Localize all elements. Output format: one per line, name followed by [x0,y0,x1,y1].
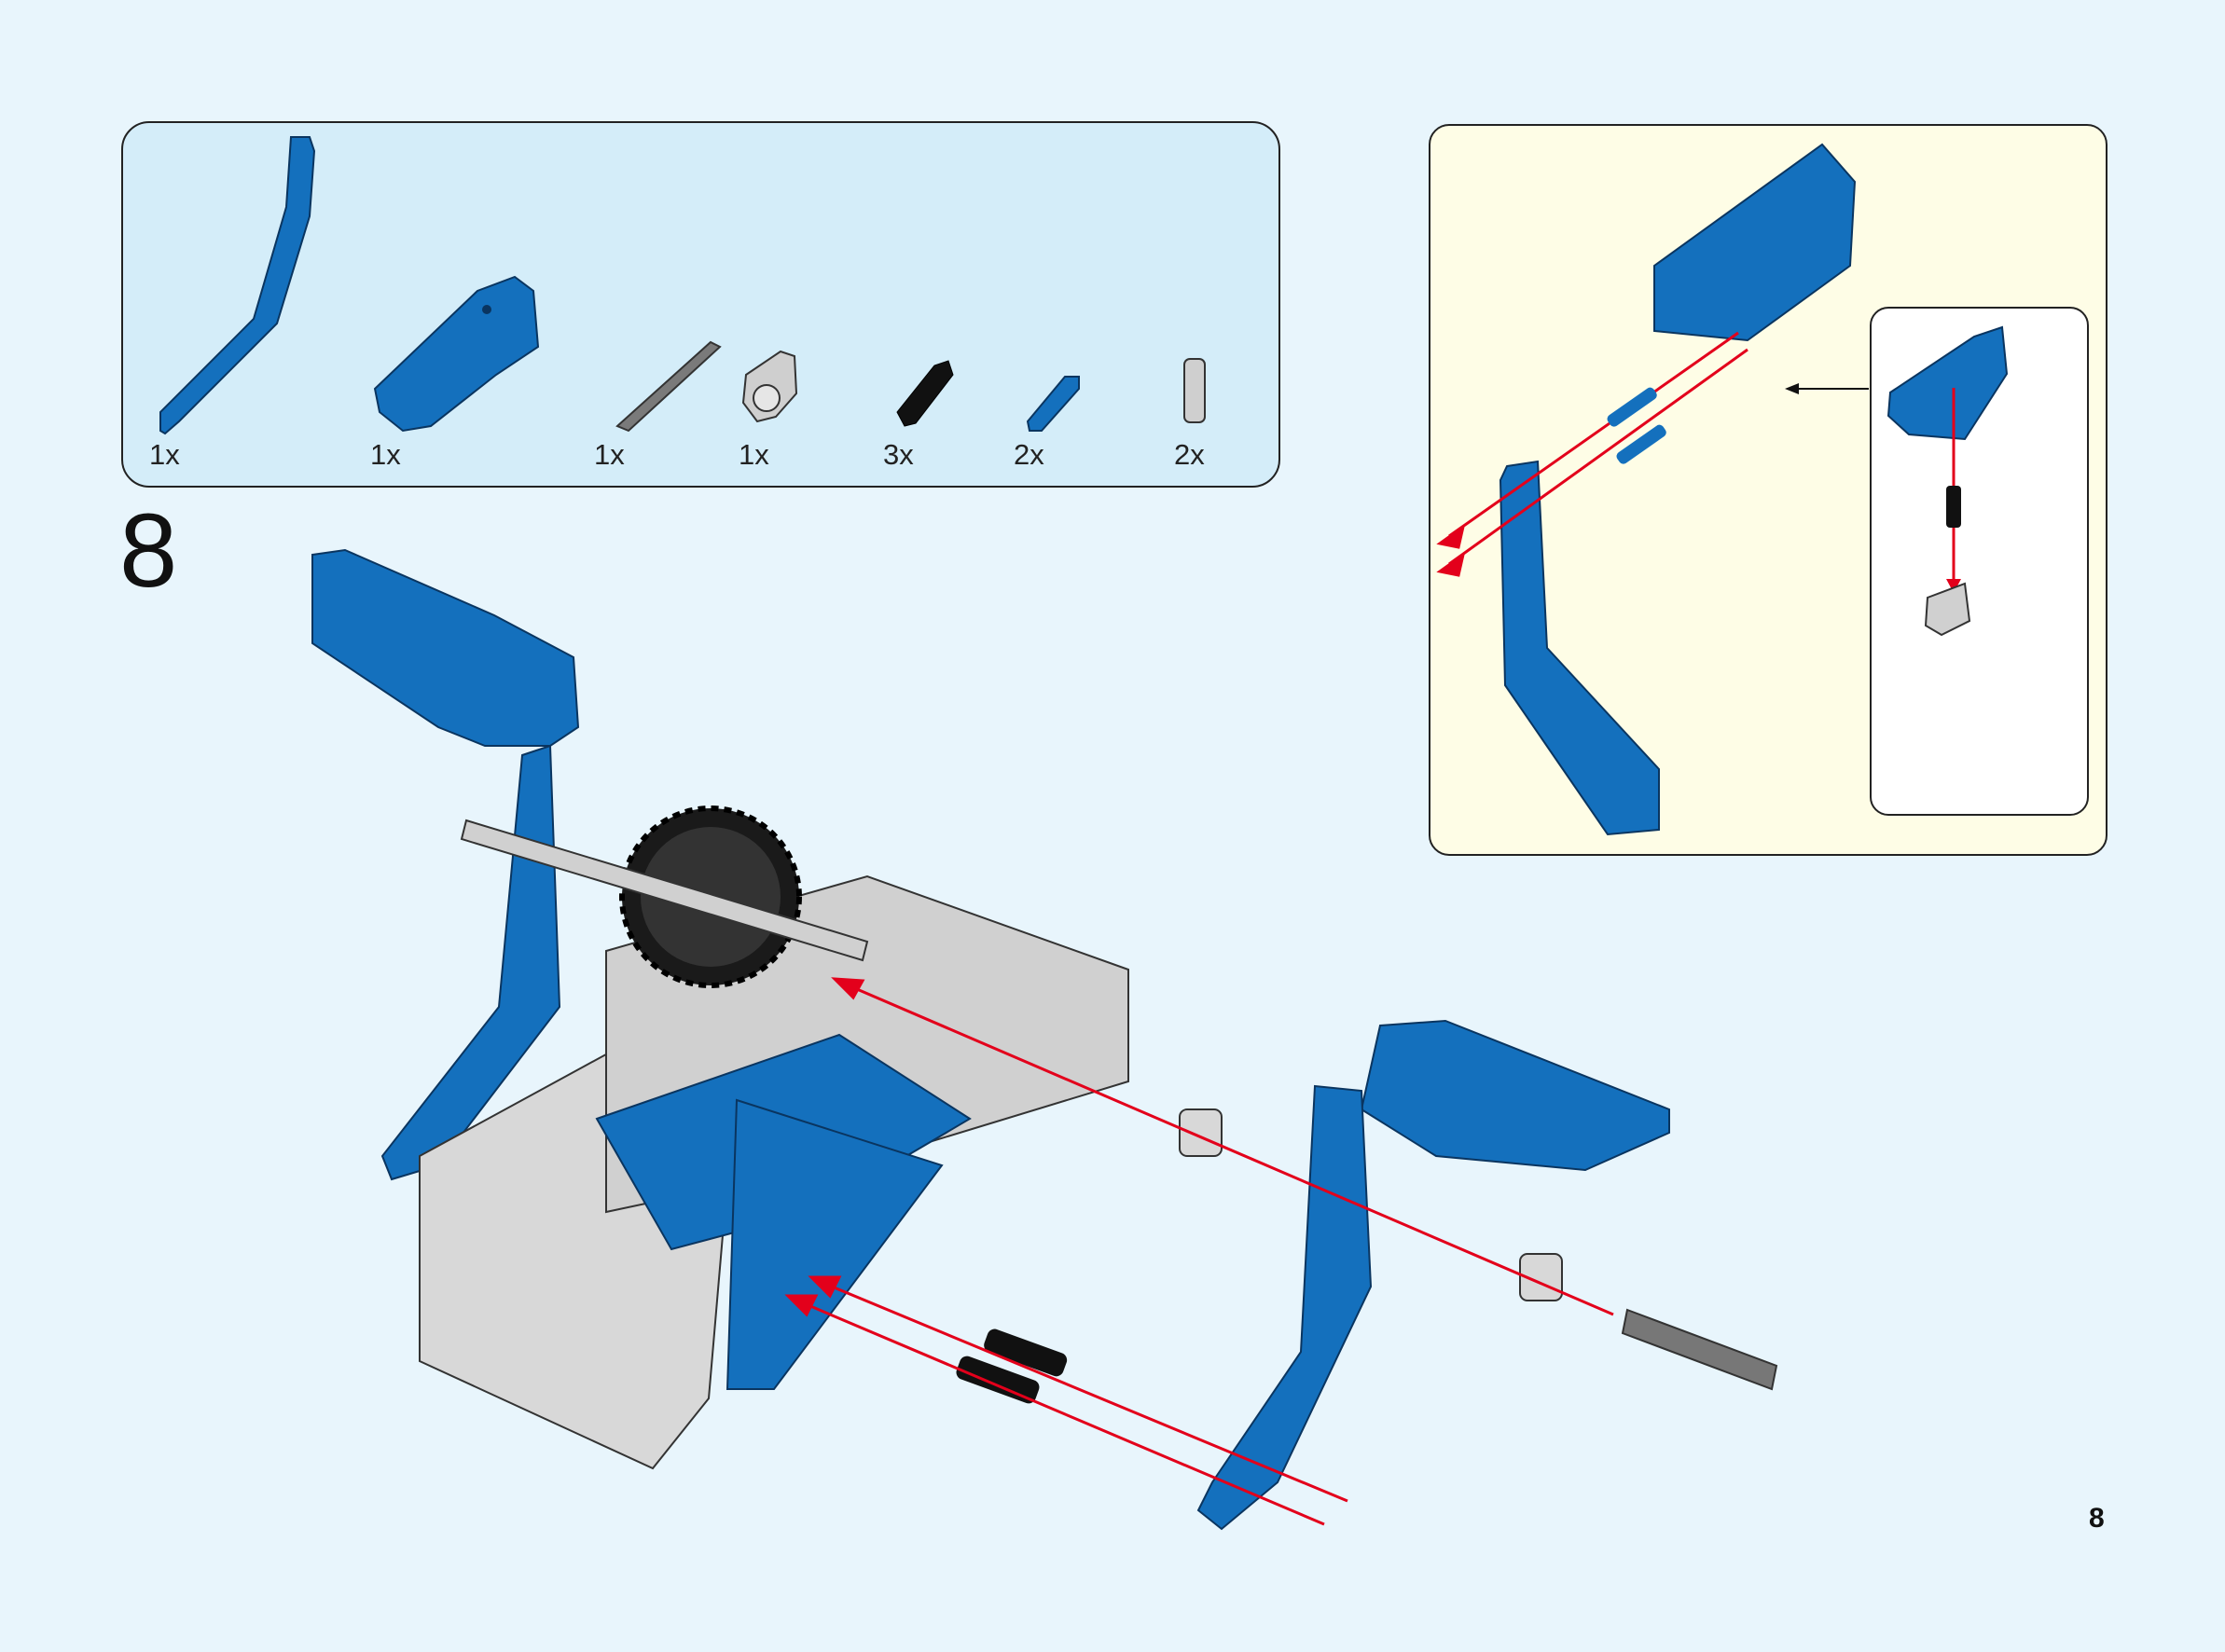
bent-beam-part [159,136,316,435]
black-friction-pin-part [896,360,954,427]
parts-illustrations [159,136,1206,435]
loose-parts [956,1108,1778,1404]
part-qty: 1x [594,438,625,471]
part-qty: 3x [883,438,914,471]
bush-part [1183,358,1206,423]
parts-list-box: 1x 1x 1x 1x 3x 2x 2x [121,121,1280,488]
page-number: 8 [2089,1503,2105,1534]
left-wing-panel [311,548,580,1181]
part-qty: 2x [1174,438,1205,471]
part-qty: 1x [739,438,769,471]
step-number: 8 [119,492,178,609]
axle-pin-connector-part [741,350,798,423]
detail-inset [1870,307,2089,816]
part-qty: 2x [1014,438,1044,471]
sub-assembly-callout [1429,124,2108,856]
axle-part [615,340,722,433]
blue-axle-pin-part [1026,376,1080,432]
sub-assembly-illustration [1436,143,1869,836]
assembly-arrows [784,977,1614,1526]
panel-wing-part [373,275,540,433]
right-wing-panel [1196,1019,1670,1531]
part-qty: 1x [370,438,401,471]
main-axle [460,819,869,962]
part-qty: 1x [149,438,180,471]
detail-illustration [1886,325,2009,637]
